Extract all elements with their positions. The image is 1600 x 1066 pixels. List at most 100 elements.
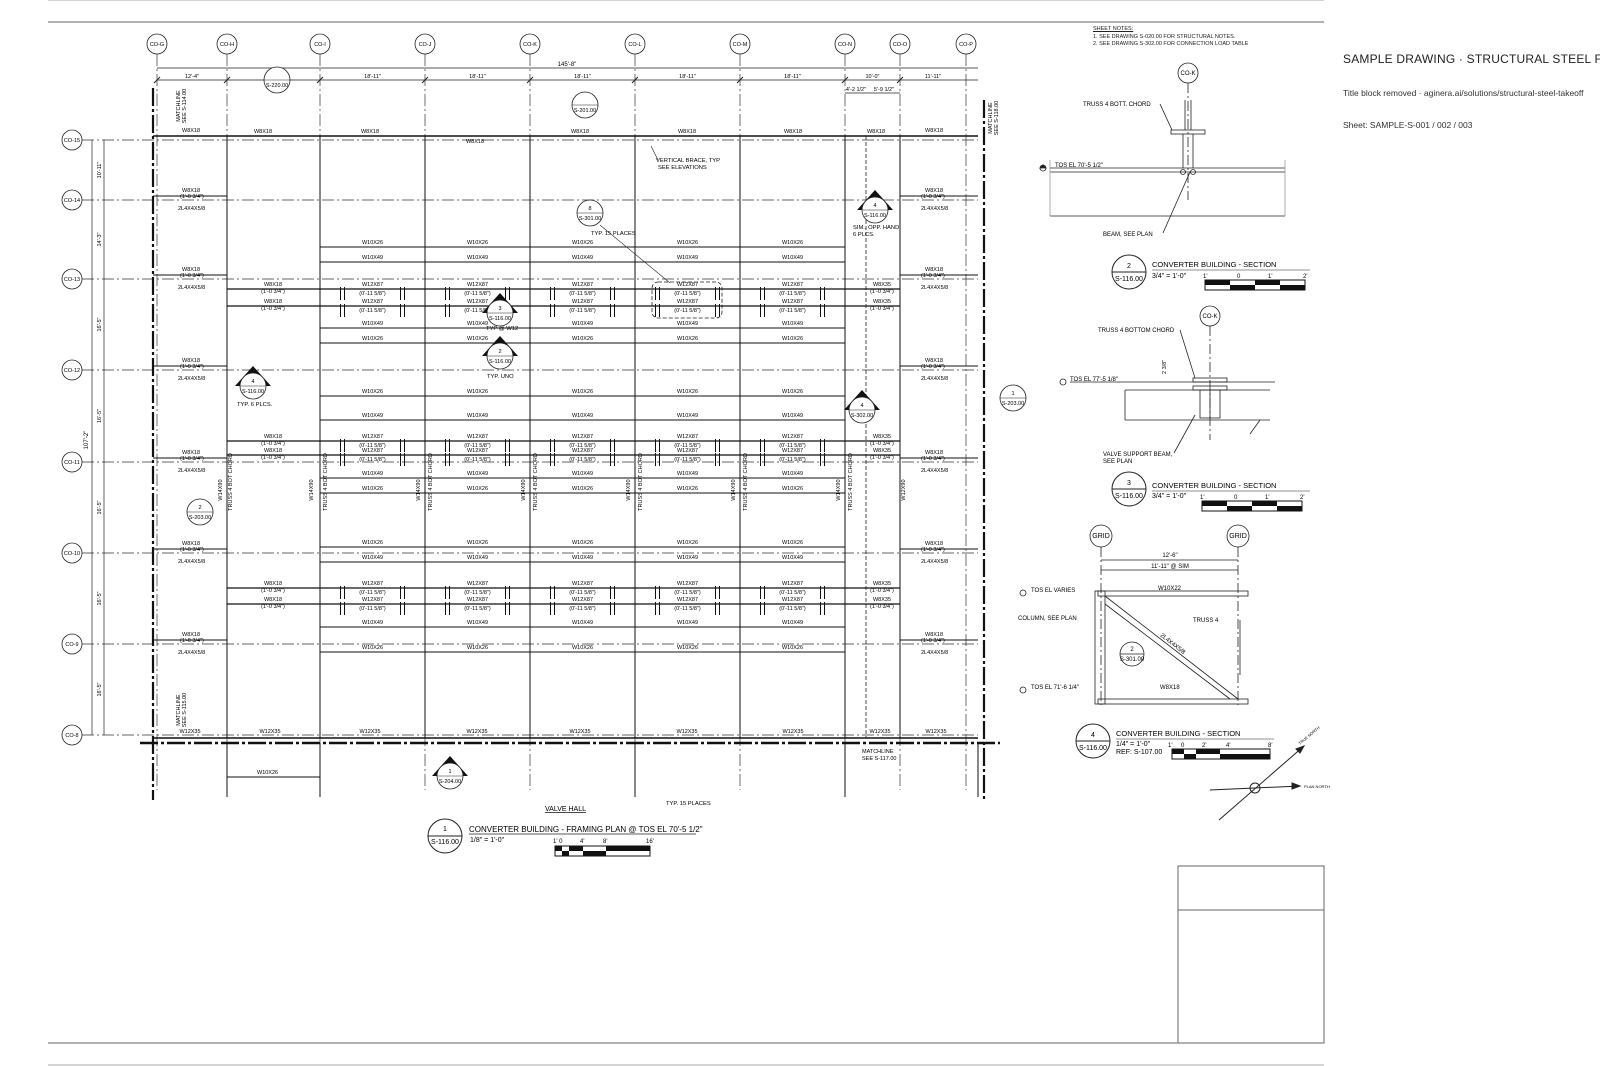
note-sim-opp: SIM., OPP. HAND <box>853 225 899 231</box>
member-label: W8X18 <box>182 541 200 547</box>
member-label: W10X49 <box>782 321 803 327</box>
member-label: W12X87 <box>572 282 593 288</box>
member-offset: (1'-0 3/4") <box>180 456 204 462</box>
grid-label-co-8: CO-8 <box>65 733 78 739</box>
callout-s203-right-sheet: S-203.00 <box>1002 401 1024 407</box>
member-label: W10X49 <box>572 555 593 561</box>
note-matchline-tr: MATCHLINE <box>988 102 994 134</box>
member-offset: (1'-0 3/4") <box>261 604 285 610</box>
dim-bay: 18'-11" <box>784 74 801 80</box>
plan-scale-label-3: 16' <box>646 839 654 845</box>
member-offset: (0'-11 5/8") <box>674 590 701 596</box>
truss-chord-label: TRUSS 4 BOT CHORD <box>428 453 434 511</box>
sheet-note-1: 1. SEE DRAWING S-020.00 FOR STRUCTURAL N… <box>1093 33 1236 40</box>
section-3-num: 3 <box>1127 480 1131 487</box>
section-3-dim: 2 3/8" <box>1162 360 1168 374</box>
section-4-bar-0: 1' <box>1168 743 1172 749</box>
grid-label-co-m: CO-M <box>733 42 748 48</box>
member-label: W12X87 <box>782 448 803 454</box>
grid-bubble-co-m <box>729 33 751 55</box>
member-label: W8X18 <box>361 129 379 135</box>
section-3-see-plan: SEE PLAN <box>1103 459 1132 465</box>
grid-label-co-j: CO-J <box>419 42 432 48</box>
member-label: 2L4X4X5/8 <box>921 285 948 291</box>
grid-label-co-11: CO-11 <box>64 460 80 466</box>
grid-label-co-14: CO-14 <box>64 198 80 204</box>
member-offset: (1'-0 3/4") <box>870 289 894 295</box>
member-label: W12X87 <box>467 597 488 603</box>
grid-bubble-co-j <box>414 33 436 55</box>
member-offset: (0'-11 5/8") <box>359 308 386 314</box>
grid-bubble-co-9 <box>61 633 83 655</box>
member-offset: (0'-11 5/8") <box>464 457 491 463</box>
member-offset: (1'-0 3/4") <box>180 364 204 370</box>
section-4-w8x18: W8X18 <box>1160 685 1180 691</box>
member-label: W10X49 <box>467 413 488 419</box>
member-label: W10X26 <box>782 240 803 246</box>
note-see-s118: SEE S-118.00 <box>994 101 1000 135</box>
grid-label-co-k: CO-K <box>523 42 537 48</box>
sheet-note-2: 2. SEE DRAWING S-302.00 FOR CONNECTION L… <box>1093 41 1249 47</box>
callout-section-2-sheet: S-116.00 <box>489 359 511 365</box>
member-offset: (0'-11 5/8") <box>359 590 386 596</box>
member-label: W10X49 <box>677 413 698 419</box>
grid-bubble-co-11 <box>61 451 83 473</box>
member-label: W10X26 <box>572 240 593 246</box>
section-3-bar-1: 0 <box>1234 495 1238 501</box>
member-offset: (0'-11 5/8") <box>569 606 596 612</box>
section-4-grid-left: GRID <box>1092 533 1110 540</box>
member-offset: (0'-11 5/8") <box>779 308 806 314</box>
north-true-label: TRUE NORTH <box>1297 725 1320 746</box>
plan-scale-bar: 1' 0 4' 8' 16' <box>553 839 654 857</box>
grid-bubble-co-o <box>889 33 911 55</box>
section-3-bar-2: 1' <box>1265 495 1269 501</box>
view-title-sheet: S-116.00 <box>431 839 459 846</box>
callout-section-3-num: 3 <box>498 306 501 312</box>
member-label: 2L4X4X5/8 <box>921 650 948 656</box>
member-label: W10X49 <box>362 413 383 419</box>
member-offset: (1'-0 3/4") <box>921 547 945 553</box>
member-label: W12X87 <box>782 597 803 603</box>
member-label: 2L4X4X5/8 <box>921 206 948 212</box>
dim-sub: 5'-9 1/2" <box>874 87 894 93</box>
member-label: W8X35 <box>873 299 891 305</box>
member-label: W12X35 <box>179 729 200 735</box>
grid-bubble-co-n <box>834 33 856 55</box>
member-label: W10X26 <box>362 486 383 492</box>
section-3-bar-3: 2' <box>1300 495 1304 501</box>
column-label: W14X90 <box>521 479 527 500</box>
member-label: W12X87 <box>467 434 488 440</box>
dim-row: 16'-5" <box>97 682 103 696</box>
grid-label-co-n: CO-N <box>838 42 852 48</box>
sheet-notes: SHEET NOTES: 1. SEE DRAWING S-020.00 FOR… <box>1093 26 1248 49</box>
member-label: W10X26 <box>467 645 488 651</box>
dim-bay: 18'-11" <box>469 74 486 80</box>
column-label: W14X90 <box>836 479 842 500</box>
section-4-title: 4 S-116.00 CONVERTER BUILDING - SECTION … <box>1075 723 1274 760</box>
section-3-bar-0: 1' <box>1200 495 1204 501</box>
view-title-num: 1 <box>443 826 447 833</box>
member-label: W12X87 <box>572 434 593 440</box>
member-offset: (1'-0 3/4") <box>921 364 945 370</box>
member-label: W10X26 <box>362 540 383 546</box>
section-4-title-text: CONVERTER BUILDING - SECTION <box>1116 729 1240 738</box>
section-4-truss4: TRUSS 4 <box>1193 618 1219 624</box>
section-3-scale: 3/4" = 1'-0" <box>1152 493 1187 500</box>
member-offset: (1'-0 3/4") <box>921 194 945 200</box>
member-label: W8X18 <box>264 581 282 587</box>
member-label: W12X87 <box>467 282 488 288</box>
grid-bubble-co-i <box>309 33 331 55</box>
member-label: W10X49 <box>572 321 593 327</box>
plan-scale-label-0: 1' 0 <box>553 839 563 845</box>
grid-bubble-co-8 <box>61 724 83 746</box>
callout-s302-num: 4 <box>860 403 863 409</box>
grid-label-co-13: CO-13 <box>64 277 80 283</box>
member-offset: (0'-11 5/8") <box>359 291 386 297</box>
member-label: W12X87 <box>572 597 593 603</box>
member-label: W12X35 <box>925 729 946 735</box>
member-label: W10X26 <box>572 336 593 342</box>
column-label: W12X90 <box>901 479 907 500</box>
grid-bubble-co-12 <box>61 359 83 381</box>
section-2-bar-2: 1' <box>1268 274 1272 280</box>
